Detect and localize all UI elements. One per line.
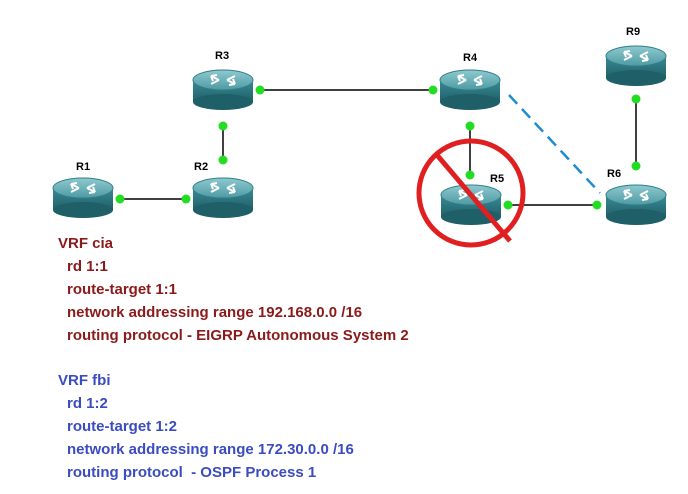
vrf-fbi-block: VRF fbi rd 1:2 route-target 1:2 network … xyxy=(58,369,354,484)
router-label-r5: R5 xyxy=(490,173,504,185)
vrf-cia-route-target: route-target 1:1 xyxy=(67,281,178,298)
router-label-r3: R3 xyxy=(215,50,229,62)
router-label-r1: R1 xyxy=(76,161,90,173)
vrf-cia-network: network addressing range 192.168.0.0 /16 xyxy=(67,304,363,321)
router-r4[interactable] xyxy=(439,69,501,111)
link-r4-r6-dashed xyxy=(508,94,601,194)
port-dot xyxy=(255,85,265,95)
port-dot xyxy=(218,121,228,131)
vrf-cia-block: VRF cia rd 1:1 route-target 1:1 network … xyxy=(58,232,409,347)
vrf-cia-title: VRF cia xyxy=(58,235,114,252)
vrf-fbi-route-target: route-target 1:2 xyxy=(67,418,178,435)
router-label-r2: R2 xyxy=(194,161,208,173)
vrf-fbi-title: VRF fbi xyxy=(58,372,111,389)
router-label-r6: R6 xyxy=(607,168,621,180)
port-dot xyxy=(631,94,641,104)
vrf-cia-rd: rd 1:1 xyxy=(67,258,108,275)
router-r3[interactable] xyxy=(192,69,254,111)
port-dot xyxy=(218,155,228,165)
router-r9[interactable] xyxy=(605,45,667,87)
interface-ports xyxy=(115,85,641,210)
vrf-fbi-rd: rd 1:2 xyxy=(67,395,108,412)
port-dot xyxy=(465,121,475,131)
vrf-cia-routing: routing protocol - EIGRP Autonomous Syst… xyxy=(67,327,409,344)
port-dot xyxy=(631,161,641,171)
port-dot xyxy=(115,194,125,204)
port-dot xyxy=(428,85,438,95)
port-dot xyxy=(181,194,191,204)
port-dot xyxy=(503,200,513,210)
vrf-fbi-routing: routing protocol - OSPF Process 1 xyxy=(67,464,317,481)
port-dot xyxy=(465,170,475,180)
port-dot xyxy=(592,200,602,210)
router-r1[interactable] xyxy=(52,177,114,219)
failure-mark-icon xyxy=(416,138,526,248)
router-r6[interactable] xyxy=(605,184,667,226)
router-r2[interactable] xyxy=(192,177,254,219)
router-label-r4: R4 xyxy=(463,52,478,64)
vrf-fbi-network: network addressing range 172.30.0.0 /16 xyxy=(67,441,354,458)
router-label-r9: R9 xyxy=(626,26,640,38)
